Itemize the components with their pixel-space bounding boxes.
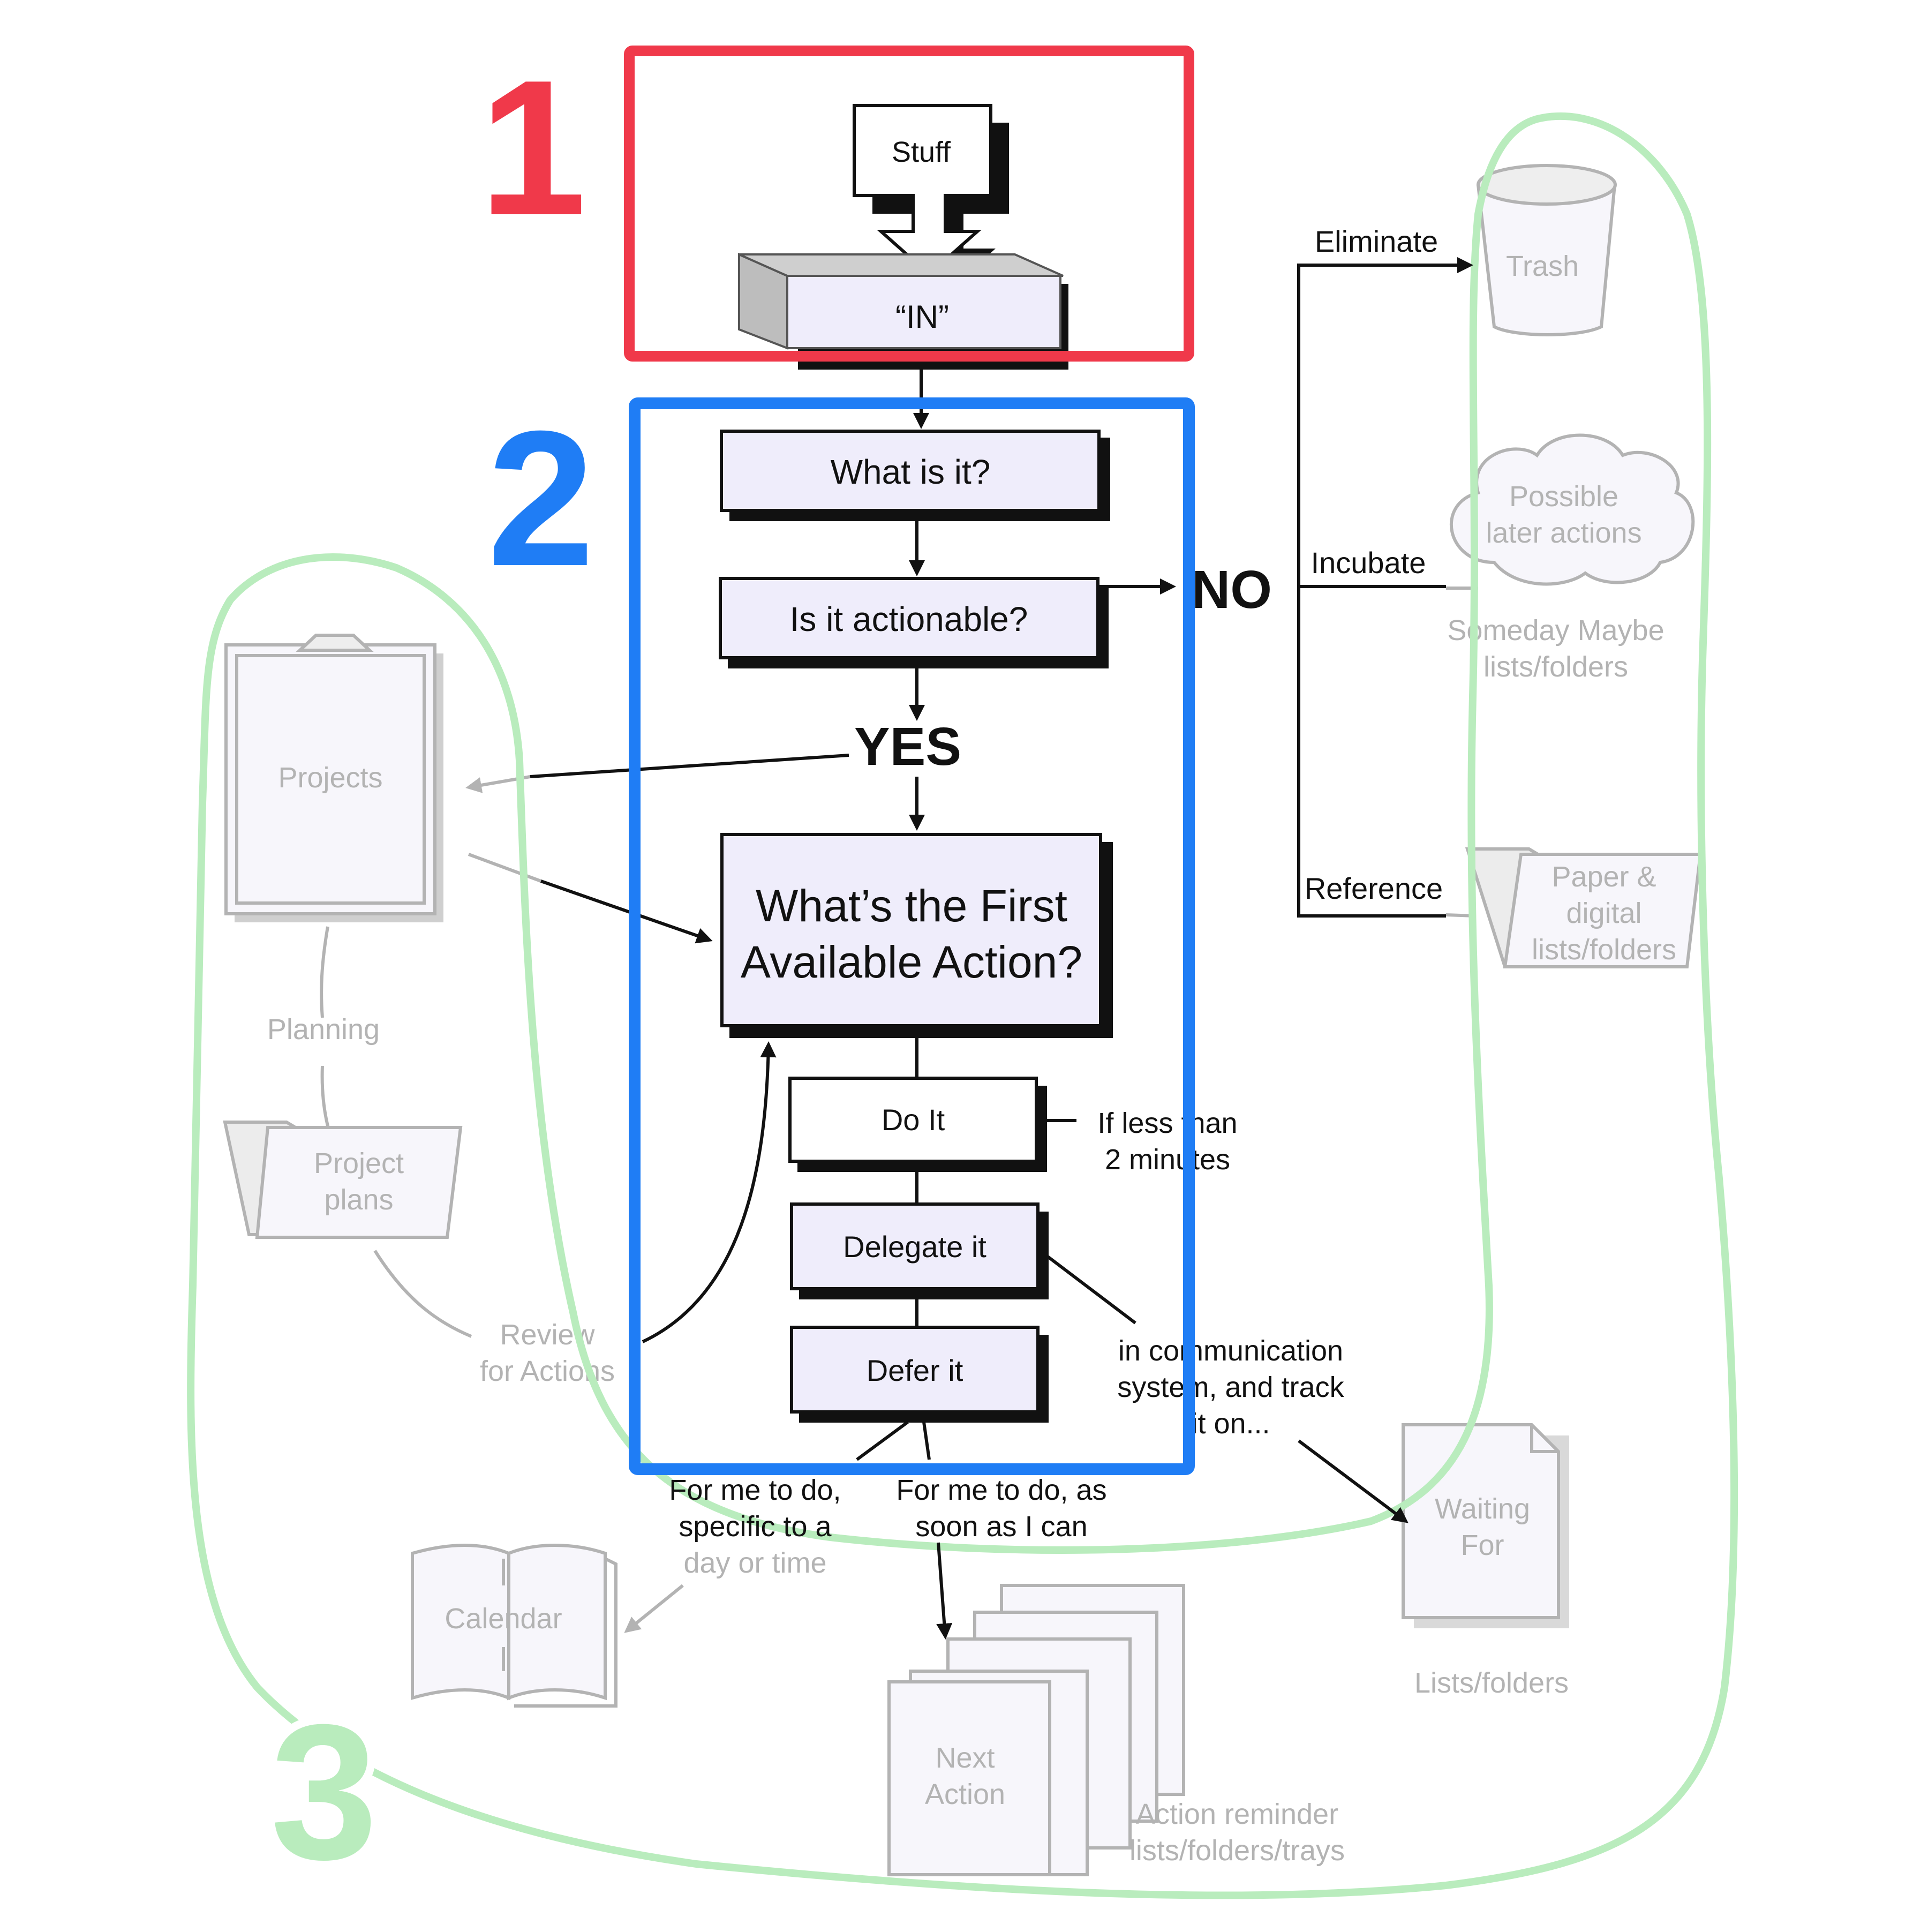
defer-box [790,1326,1040,1414]
calendar-label: Calendar [445,1603,562,1635]
reference-label: Reference [1305,871,1443,905]
project-plans-line1: Project [314,1147,404,1179]
lists-folders-label: Lists/folders [1414,1667,1569,1699]
step1-number: 1 [479,40,586,255]
planning-line-2 [320,1065,330,1131]
paper-digital-line3: lists/folders [1532,934,1676,966]
less-than-line2: 2 minutes [1105,1144,1230,1176]
step-numbers: 1 2 3 [262,32,602,1908]
main-labels: What is it? Is it actionable? YES NO Wha… [669,224,1443,1579]
cloud-icon [1449,433,1695,586]
faded-layer [223,164,1703,1876]
action-reminder-line1: Action reminder [1136,1798,1338,1830]
actionable-box [719,577,1099,659]
no-bracket-line [1297,264,1462,918]
trash-icon [1477,184,1616,336]
step1-box [624,46,1194,362]
in-tray-top [739,253,1064,277]
calendar-right-page [507,1544,607,1701]
defer-to-asap-line [922,1422,931,1460]
firstaction-box [720,833,1102,1027]
whatisit-label: What is it? [831,453,991,491]
review-line [373,1250,472,1338]
projects-to-firstaction-arrow [540,879,713,944]
specific-line2: specific to a [679,1510,832,1543]
paper-digital-line2: digital [1566,897,1641,929]
stuff-label: Stuff [892,136,951,168]
planning-label: Planning [267,1013,380,1046]
waiting-for-line2: For [1461,1529,1504,1561]
yes-label: YES [854,717,961,777]
process-boxes [719,430,1113,1423]
step2-number: 2 [487,391,594,606]
possible-later-line2: later actions [1486,517,1641,549]
specific-line3: day or time [683,1547,826,1579]
comm-to-waiting-arrow [1298,1439,1409,1523]
incubate-label: Incubate [1311,546,1426,580]
planning-line [320,926,329,1018]
next-action-page [887,1680,1051,1876]
defer-to-specific-line [856,1420,909,1461]
asap-line2: soon as I can [915,1510,1087,1543]
stuff-arrow-shape [853,104,992,277]
trash-label: Trash [1506,250,1579,282]
whatisit-box [720,430,1101,512]
to-calendar-arrow [624,1584,684,1633]
stuff-inbox-group: Stuff “IN” [738,104,1068,370]
firstaction-line1: What’s the First [756,881,1067,931]
project-plans-line2: plans [324,1184,393,1216]
projects-clipboard-page [235,654,426,905]
doit-box [788,1077,1038,1163]
in-tray-label: “IN” [895,299,949,335]
someday-line2: lists/folders [1483,651,1628,683]
doit-label: Do It [882,1103,945,1137]
step3-outline [187,112,1738,1899]
firstaction-line2: Available Action? [741,937,1082,987]
actionable-label: Is it actionable? [790,600,1028,638]
projects-label: Projects [278,762,382,794]
in-tray-icon [786,275,1061,349]
possible-later-line1: Possible [1509,480,1618,513]
project-plans-folder-icon [255,1126,463,1239]
faded-labels: Projects Planning Project plans Review f… [267,250,1676,1867]
asap-to-nextaction-arrow [936,1542,953,1640]
comm-line3: it on... [1191,1408,1270,1440]
defer-label: Defer it [867,1354,963,1387]
delegate-to-comm-line [1046,1254,1136,1325]
someday-line1: Someday Maybe [1447,614,1664,646]
delegate-box [790,1202,1040,1290]
comm-line2: system, and track [1117,1371,1344,1403]
delegate-label: Delegate it [843,1230,986,1264]
no-label: NO [1192,560,1272,620]
comm-line1: in communication [1118,1335,1343,1367]
waiting-for-line1: Waiting [1435,1493,1530,1525]
reference-folder-icon [1503,853,1703,968]
eliminate-label: Eliminate [1315,224,1438,258]
projects-clipboard-icon [224,643,436,915]
next-action-line2: Action [925,1778,1005,1810]
specific-line1: For me to do, [669,1474,841,1506]
calendar-stack-edge [514,1557,617,1708]
next-action-line1: Next [935,1742,995,1774]
paper-digital-line1: Paper & [1552,861,1656,893]
doc-dogear [1530,1425,1558,1453]
from-projects-line [468,853,542,883]
trash-lid [1477,164,1617,206]
asap-line1: For me to do, as [896,1474,1106,1506]
less-than-line1: If less than [1097,1107,1237,1139]
step3-number: 3 [270,1685,378,1900]
clipboard-clip-icon [296,634,374,652]
step2-box [629,397,1195,1475]
review-to-firstaction-arrow [642,1041,777,1343]
action-reminder-line2: lists/folders/trays [1129,1835,1345,1867]
yes-to-projects-line [530,754,849,778]
